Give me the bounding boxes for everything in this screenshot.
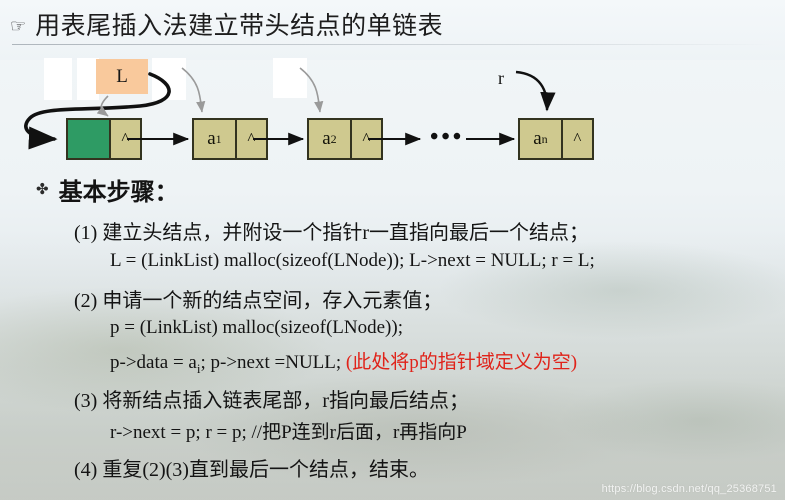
- steps-heading: ✤ 基本步骤：: [36, 172, 179, 207]
- step-3-code: r->next = p; r = p; //把P连到r后面，r再指向P: [110, 422, 467, 443]
- step-2-code-2: p->data = ai; p->next =NULL; (此处将p的指针域定义…: [110, 347, 577, 377]
- step-2-line: (2) 申请一个新的结点空间，存入元素值；: [74, 284, 442, 313]
- ellipsis-between-nodes: •••: [430, 124, 465, 150]
- step-4-label: (4): [74, 459, 98, 481]
- step-3-label: (3): [74, 390, 98, 412]
- node-an-next-field: ^: [573, 129, 582, 148]
- page-title: 用表尾插入法建立带头结点的单链表: [35, 13, 444, 40]
- step-1-text: 建立头结点，并附设一个指针r一直指向最后一个结点；: [102, 222, 589, 244]
- pointer-label-L: L: [116, 65, 128, 87]
- mask-patch: [273, 58, 307, 98]
- title-divider: [12, 44, 772, 45]
- step-2-label: (2): [74, 290, 98, 312]
- diagram-connectors: [24, 67, 556, 150]
- node-a1-next-field: ^: [247, 129, 256, 148]
- step-2-code-2-note: (此处将p的指针域定义为空): [345, 352, 578, 373]
- step-3-line: (3) 将新结点插入链表尾部，r指向最后结点；: [74, 384, 469, 413]
- head-node-data-field: [68, 120, 111, 158]
- step-2-code-2-mid: ; p->next =NULL;: [200, 352, 346, 373]
- slide-title-row: ☞ 用表尾插入法建立带头结点的单链表: [10, 6, 770, 42]
- mask-patch: [77, 58, 99, 100]
- flower-bullet-icon: ✤: [36, 182, 49, 198]
- node-a2-next-field: ^: [362, 129, 371, 148]
- steps-heading-label: 基本步骤：: [58, 180, 179, 206]
- step-2-code-2-prefix: p->data = a: [110, 352, 197, 373]
- step-4-text: 重复(2)(3)直到最后一个结点，结束。: [102, 459, 429, 481]
- step-1-line: (1) 建立头结点，并附设一个指针r一直指向最后一个结点；: [74, 216, 589, 245]
- mask-patch: [44, 58, 72, 100]
- step-4-line: (4) 重复(2)(3)直到最后一个结点，结束。: [74, 453, 429, 482]
- head-node-next-field: ^: [121, 129, 130, 148]
- pointer-label-r: r: [498, 68, 504, 88]
- step-1-label: (1): [74, 222, 98, 244]
- step-2-code-1: p = (LinkList) malloc(sizeof(LNode));: [110, 317, 403, 338]
- step-3-text: 将新结点插入链表尾部，r指向最后结点；: [102, 390, 469, 412]
- step-1-code: L = (LinkList) malloc(sizeof(LNode)); L-…: [110, 250, 595, 271]
- pointer-label-L-box: L: [96, 59, 148, 94]
- step-2-code-2-subscript: i: [196, 360, 201, 376]
- pointing-hand-icon: ☞: [10, 16, 27, 36]
- step-2-text: 申请一个新的结点空间，存入元素值；: [102, 290, 443, 312]
- watermark-url: https://blog.csdn.net/qq_25368751: [601, 483, 777, 495]
